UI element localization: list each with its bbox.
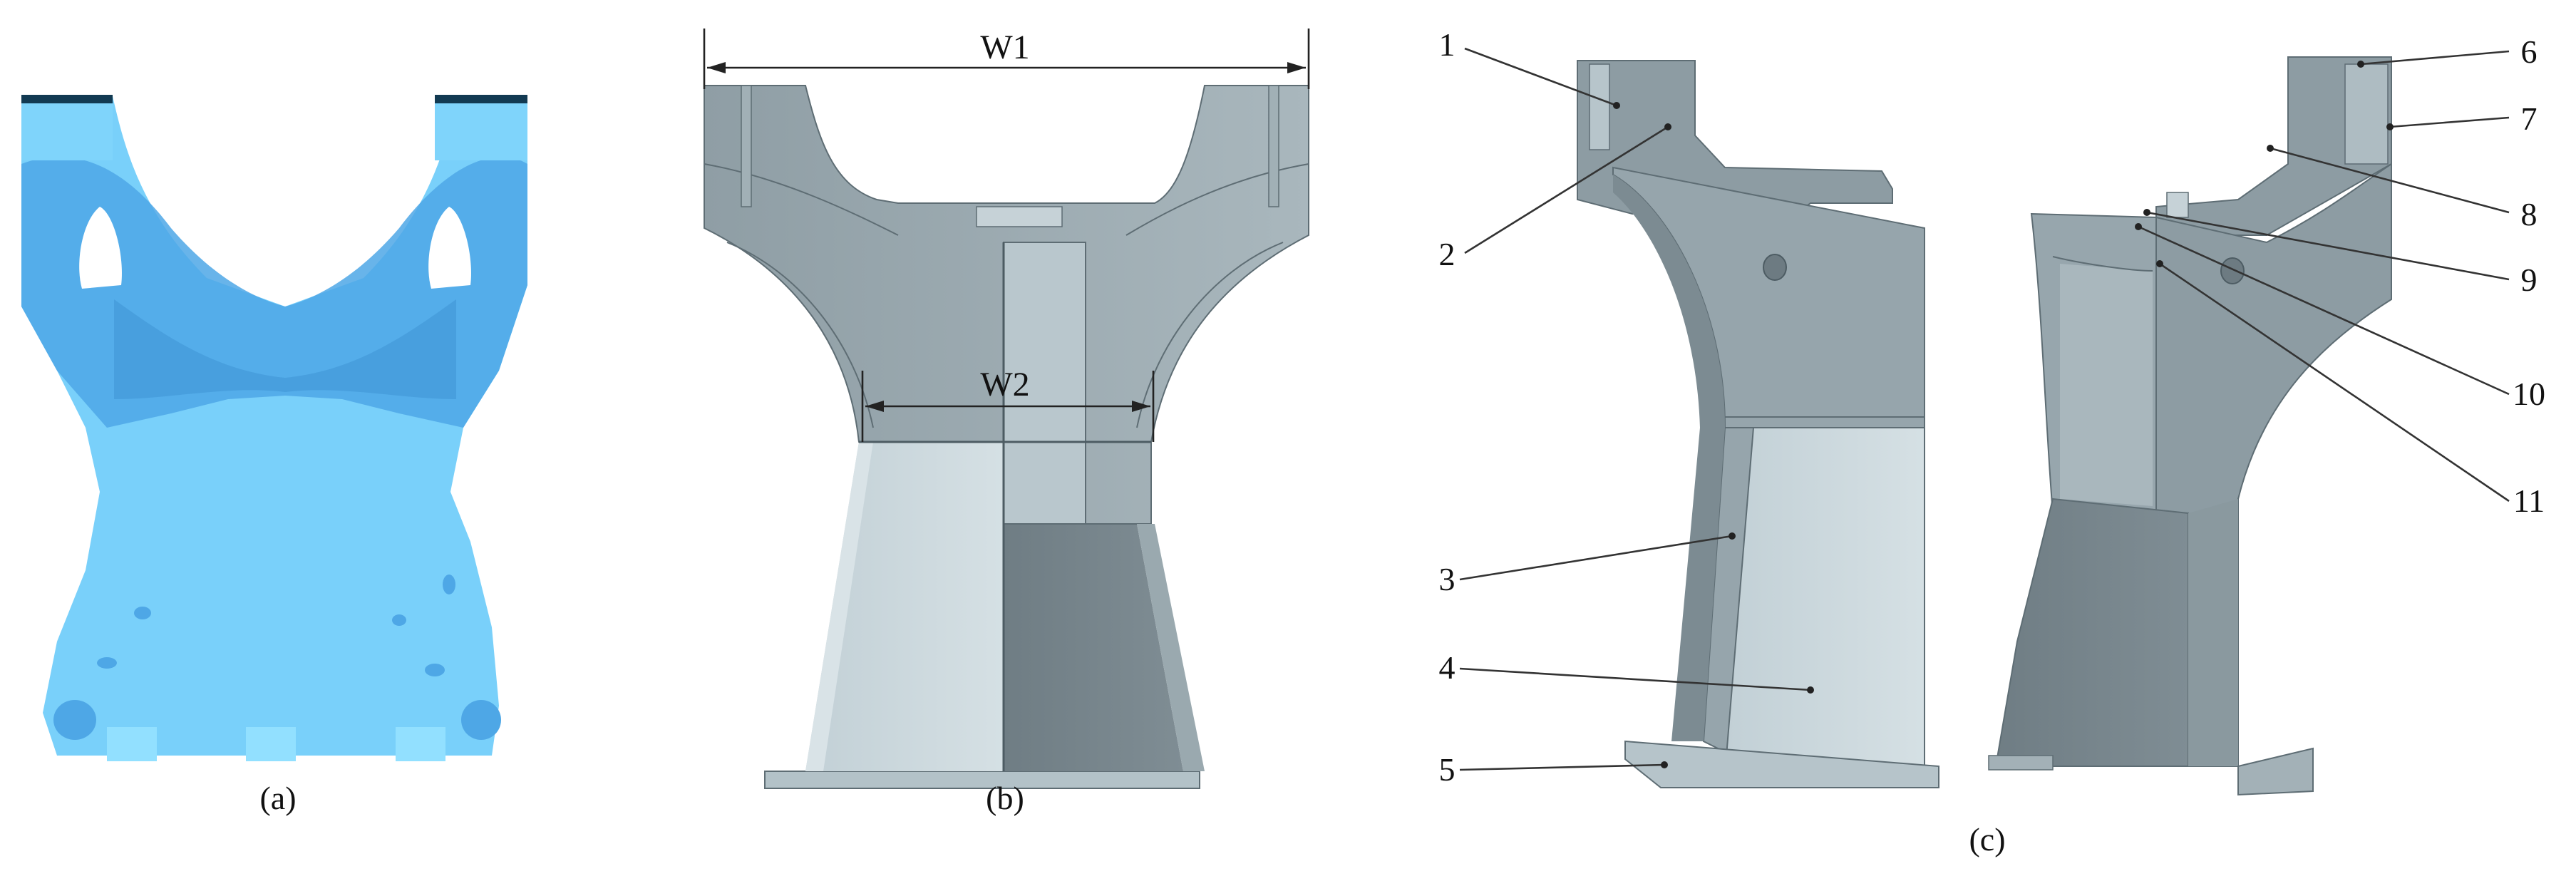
dimension-w2: W2 bbox=[861, 366, 1155, 442]
panel-c-right-part bbox=[1988, 56, 2392, 796]
callout-3: 3 bbox=[1439, 561, 1456, 597]
callout-2: 2 bbox=[1439, 236, 1456, 272]
panel-a-caption: (a) bbox=[259, 780, 296, 816]
panel-b-front-view bbox=[704, 85, 1309, 789]
callout-11: 11 bbox=[2513, 483, 2545, 519]
callout-9: 9 bbox=[2521, 262, 2538, 298]
callout-dots bbox=[1613, 61, 2394, 768]
w2-label: W2 bbox=[980, 366, 1029, 403]
callout-10: 10 bbox=[2513, 376, 2545, 412]
callout-4: 4 bbox=[1439, 649, 1456, 686]
callout-leaders bbox=[1459, 47, 2510, 771]
dimension-w1: W1 bbox=[703, 29, 1310, 89]
callout-1: 1 bbox=[1439, 26, 1456, 63]
w1-label: W1 bbox=[980, 29, 1029, 66]
callout-7: 7 bbox=[2521, 101, 2538, 137]
callout-6: 6 bbox=[2521, 34, 2538, 70]
panel-c-caption: (c) bbox=[1969, 821, 2005, 857]
panel-a-topology-shape bbox=[21, 95, 527, 761]
callout-5: 5 bbox=[1439, 751, 1456, 788]
callout-8: 8 bbox=[2521, 196, 2538, 232]
panel-b-caption: (b) bbox=[986, 780, 1024, 816]
